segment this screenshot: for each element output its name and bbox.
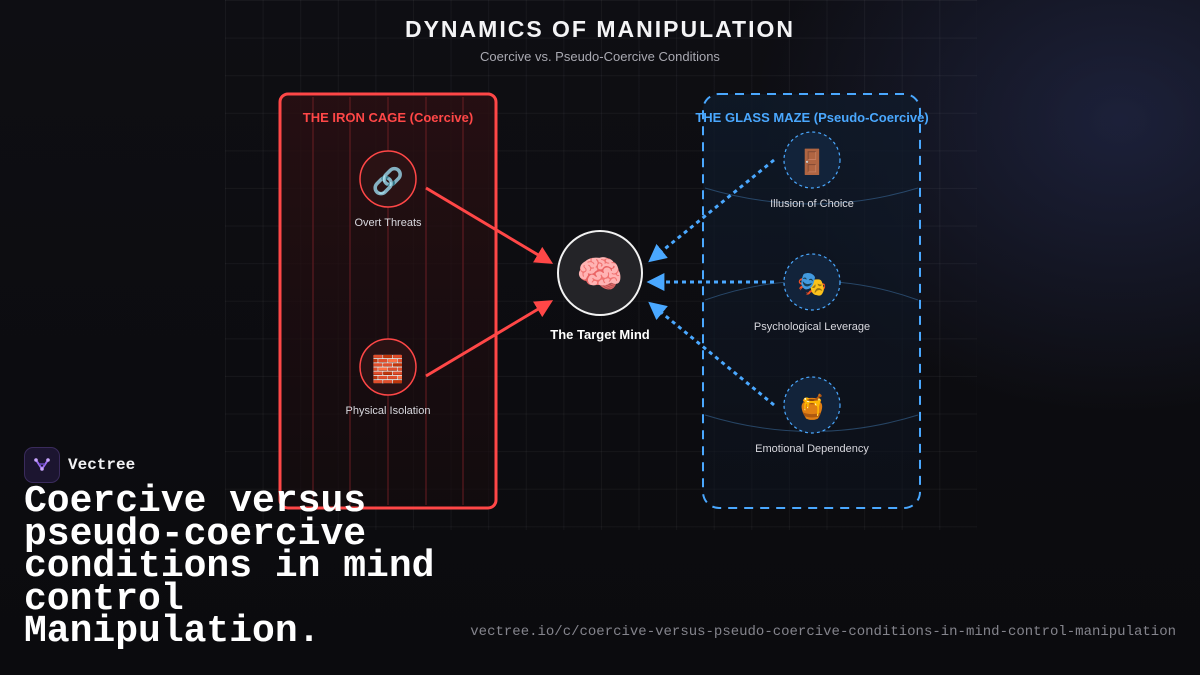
headline: Coercive versus pseudo-coercive conditio… bbox=[24, 480, 435, 653]
node-circle bbox=[783, 131, 841, 189]
pseudo-coercive-arrows bbox=[646, 158, 775, 407]
node-label: Overt Threats bbox=[354, 217, 422, 229]
node-physical-isolation: 🧱 Physical Isolation bbox=[346, 338, 431, 417]
node-illusion-of-choice: 🚪 Illusion of Choice bbox=[770, 131, 854, 210]
page-title: DYNAMICS OF MANIPULATION bbox=[404, 16, 795, 42]
brick-wall-icon: 🧱 bbox=[372, 354, 404, 385]
node-label: Physical Isolation bbox=[346, 405, 431, 417]
brand: Vectree bbox=[24, 447, 135, 483]
page-subtitle: Coercive vs. Pseudo-Coercive Conditions bbox=[480, 49, 720, 64]
node-overt-threats: 🔗 Overt Threats bbox=[354, 150, 422, 229]
node-circle bbox=[783, 253, 841, 311]
logo-mark bbox=[34, 458, 50, 471]
honey-pot-icon: 🍯 bbox=[797, 393, 827, 421]
node-emotional-dependency: 🍯 Emotional Dependency bbox=[755, 376, 869, 455]
arrow-physical-isolation bbox=[425, 300, 554, 378]
source-url[interactable]: vectree.io/c/coercive-versus-pseudo-coer… bbox=[470, 624, 1176, 640]
iron-cage-panel: THE IRON CAGE (Coercive) 🔗 Overt Threats… bbox=[278, 92, 498, 510]
door-icon: 🚪 bbox=[797, 148, 827, 176]
target-mind-circle bbox=[557, 230, 643, 316]
node-circle bbox=[359, 150, 417, 208]
arrow-illusion-of-choice bbox=[648, 158, 775, 263]
target-mind-label: The Target Mind bbox=[550, 327, 649, 342]
node-circle bbox=[359, 338, 417, 396]
node-label: Psychological Leverage bbox=[754, 321, 870, 333]
glass-maze-label: THE GLASS MAZE (Pseudo-Coercive) bbox=[695, 110, 928, 125]
chains-icon: 🔗 bbox=[372, 165, 404, 197]
vectree-logo-icon bbox=[24, 447, 60, 483]
arrow-overt-threats bbox=[425, 186, 554, 264]
theater-masks-icon: 🎭 bbox=[797, 270, 827, 298]
brain-icon: 🧠 bbox=[576, 252, 623, 296]
glass-maze-panel: THE GLASS MAZE (Pseudo-Coercive) 🚪 Illus… bbox=[695, 93, 929, 509]
cage-bars bbox=[312, 97, 464, 505]
node-label: Emotional Dependency bbox=[755, 443, 869, 455]
arrow-emotional-dependency bbox=[648, 301, 775, 407]
iron-cage-label: THE IRON CAGE (Coercive) bbox=[303, 110, 473, 125]
node-circle bbox=[783, 376, 841, 434]
node-label: Illusion of Choice bbox=[770, 198, 854, 210]
brand-name: Vectree bbox=[68, 456, 136, 474]
coercive-arrows bbox=[425, 186, 554, 378]
node-psychological-leverage: 🎭 Psychological Leverage bbox=[754, 253, 870, 333]
node-target-mind: 🧠 The Target Mind bbox=[550, 230, 650, 342]
